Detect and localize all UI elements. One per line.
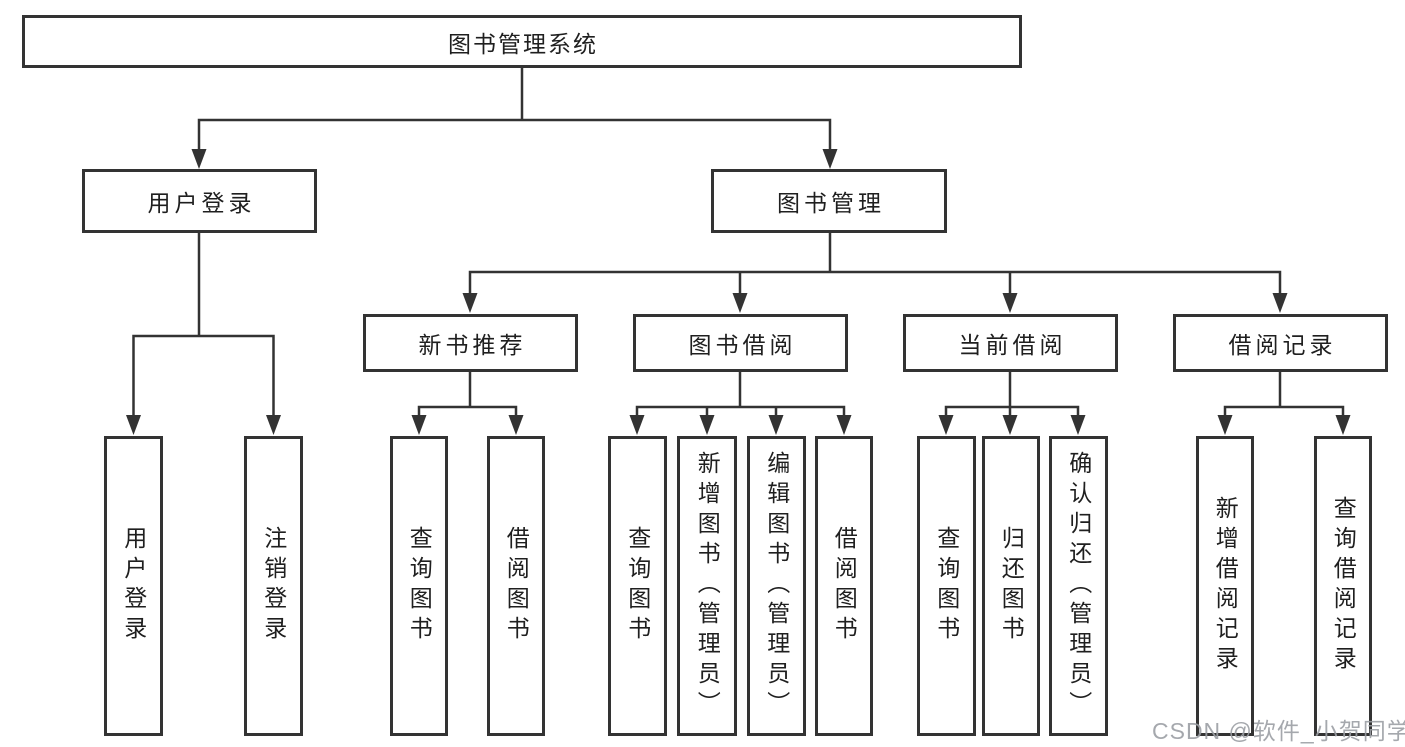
node-label: 图书管理 [777,190,885,216]
arrowhead [1335,415,1351,435]
node-label: 用户登录 [120,526,147,646]
node-label: 注销登录 [260,526,287,646]
node-label: 新书推荐 [418,332,527,358]
arrowhead [1217,415,1233,435]
node-label: 当前借阅 [958,332,1067,358]
node-label: 新增借阅记录 [1212,496,1239,676]
arrowhead [411,415,427,435]
node-new-book-recommendation: 新书推荐 [363,314,578,372]
arrowhead [191,149,207,169]
arrowhead [462,293,478,313]
leaf-logout-login: 注销登录 [244,436,303,736]
node-label: 借阅图书 [831,526,858,646]
arrowhead [1002,293,1018,313]
leaf-query-books-borrow: 查询图书 [608,436,667,736]
leaf-confirm-return-admin: 确认归还（管理员） [1049,436,1108,736]
arrowhead [266,415,281,435]
leaf-edit-book-admin: 编辑图书（管理员） [747,436,806,736]
arrowhead [508,415,524,435]
node-label: 编辑图书（管理员） [763,451,790,721]
arrowhead [822,149,838,169]
leaf-add-book-admin: 新增图书（管理员） [677,436,737,736]
node-label: 查询图书 [933,526,960,646]
node-label: 新增图书（管理员） [694,451,721,721]
node-book-management: 图书管理 [711,169,947,233]
node-label: 借阅图书 [503,526,530,646]
node-book-borrowing: 图书借阅 [633,314,848,372]
arrowhead [836,415,852,435]
arrowheads [126,149,1351,435]
arrowhead [1070,415,1086,435]
node-label: 用户登录 [147,190,256,216]
arrowhead [732,293,748,313]
arrowhead [1272,293,1288,313]
node-label: 查询图书 [624,526,651,646]
node-label: 确认归还（管理员） [1065,451,1092,721]
arrowhead [126,415,141,435]
leaf-user-login: 用户登录 [104,436,163,736]
node-label: 查询图书 [406,526,433,646]
node-label: 借阅记录 [1228,332,1337,358]
node-current-borrowing: 当前借阅 [903,314,1118,372]
leaf-borrow-books-borrow: 借阅图书 [815,436,873,736]
arrowhead [938,415,954,435]
arrowhead [768,415,784,435]
leaf-query-books-current: 查询图书 [917,436,976,736]
arrowhead [699,415,715,435]
leaf-query-borrow-record: 查询借阅记录 [1314,436,1372,736]
leaf-add-borrow-record: 新增借阅记录 [1196,436,1254,736]
leaf-return-books: 归还图书 [982,436,1040,736]
connector-path [132,68,1345,417]
leaf-borrow-books-recommend: 借阅图书 [487,436,545,736]
arrowhead [1002,415,1018,435]
csdn-watermark: CSDN @软件_小贺同学 [1152,718,1405,744]
arrowhead [629,415,645,435]
node-library-system: 图书管理系统 [22,15,1022,68]
node-label: 图书管理系统 [448,30,598,57]
node-borrowing-records: 借阅记录 [1173,314,1388,372]
node-label: 归还图书 [998,526,1025,646]
leaf-query-books-recommend: 查询图书 [390,436,448,736]
node-label: 查询借阅记录 [1330,496,1357,676]
node-user-login: 用户登录 [82,169,317,233]
node-label: 图书借阅 [688,332,797,358]
